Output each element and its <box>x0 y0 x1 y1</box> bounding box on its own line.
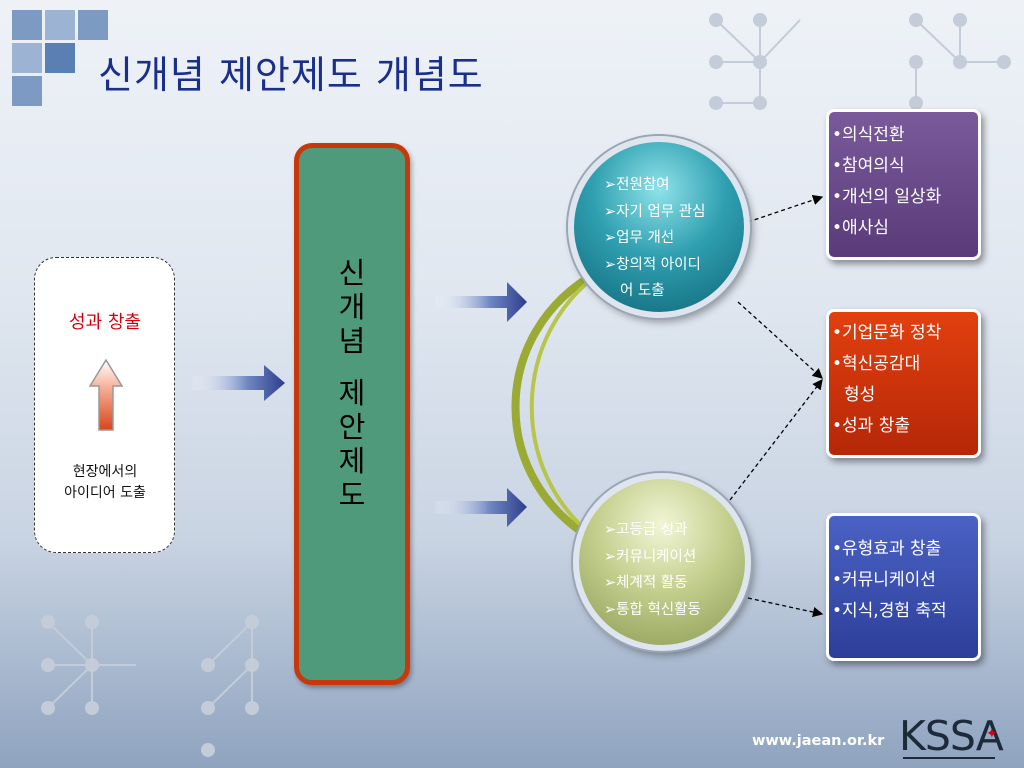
list-item: •의식전환 <box>832 125 905 145</box>
website-url: www.jaean.or.kr <box>752 733 885 749</box>
center-label-char: 념 <box>338 324 366 358</box>
list-item-text: 커뮤니케이션 <box>842 570 936 590</box>
result-label: 성과 창출 <box>69 312 141 333</box>
center-label-char: 제 <box>338 376 366 410</box>
outcome-list-tangible: •유형효과 창출 •커뮤니케이션 •지식,경험 축적 <box>832 534 947 627</box>
performance-circle <box>573 473 751 651</box>
list-item-text: 혁신공감대 <box>842 354 921 374</box>
list-item: ➢자기 업무 관심 <box>604 203 706 220</box>
center-label-char: 신 <box>338 256 366 290</box>
outcome-list-mindset: •의식전환 •참여의식 •개선의 일상화 •애사심 <box>832 120 941 244</box>
outcome-box-culture <box>826 309 981 458</box>
list-item: •기업문화 정착 <box>832 323 942 343</box>
center-label-gap <box>294 358 410 376</box>
list-item-text: 전원참여 <box>616 177 670 193</box>
flow-arrow <box>435 282 527 322</box>
list-item-text: 커뮤니케이션 <box>616 548 697 565</box>
outcome-box-mindset <box>826 109 981 260</box>
list-item-continuation: 형성 <box>844 385 876 405</box>
list-item-text: 지식,경험 축적 <box>842 601 947 621</box>
participation-circle <box>568 136 750 318</box>
list-item: ➢고등급 성과 <box>604 522 688 538</box>
list-item: •개선의 일상화 <box>832 187 942 207</box>
list-item-text: 통합 혁신활동 <box>616 601 701 618</box>
list-item-text: 체계적 활동 <box>616 575 688 591</box>
flow-arrow <box>192 365 285 401</box>
logo-underline <box>903 757 995 759</box>
list-item-text: 자기 업무 관심 <box>616 203 706 220</box>
list-item: ➢커뮤니케이션 <box>604 548 697 565</box>
center-concept-box <box>294 143 410 685</box>
list-item: •애사심 <box>832 218 889 238</box>
idea-source-line: 현장에서의 <box>72 464 138 480</box>
list-item-text: 개선의 일상화 <box>842 187 942 207</box>
performance-list: ➢고등급 성과 ➢커뮤니케이션 ➢체계적 활동 ➢통합 혁신활동 <box>604 517 701 623</box>
center-concept-label: 신 개 념 제 안 제 도 <box>294 256 410 512</box>
list-item-text: 의식전환 <box>842 125 905 145</box>
flow-arrow <box>435 488 527 527</box>
list-item: •유형효과 창출 <box>832 539 942 559</box>
list-item: •지식,경험 축적 <box>832 601 947 621</box>
list-item-continuation: 어 도출 <box>620 283 665 299</box>
list-item: ➢체계적 활동 <box>604 575 688 591</box>
circle-link-arc <box>511 263 614 551</box>
idea-source-text: 현장에서의 아이디어 도출 <box>36 462 174 504</box>
list-item: ➢통합 혁신활동 <box>604 601 701 618</box>
up-arrow-icon <box>88 358 124 431</box>
dashed-connector <box>737 301 823 379</box>
list-item-text: 창의적 아이디 <box>616 256 701 273</box>
list-item-text: 애사심 <box>842 218 889 238</box>
center-label-char: 도 <box>338 478 366 512</box>
list-item: ➢전원참여 <box>604 177 670 193</box>
center-label-char: 제 <box>338 444 366 478</box>
dashed-connector <box>729 378 823 501</box>
list-item-text: 고등급 성과 <box>616 522 688 538</box>
list-item-text: 유형효과 창출 <box>842 539 942 559</box>
kssa-logo: KSSA <box>899 712 1004 760</box>
list-item-text: 참여의식 <box>842 156 905 176</box>
list-item-text: 기업문화 정착 <box>842 323 942 343</box>
list-item-text: 성과 창출 <box>842 416 910 436</box>
page-title: 신개념 제안제도 개념도 <box>98 53 484 97</box>
list-item: •참여의식 <box>832 156 905 176</box>
star-icon: ✦ <box>986 726 998 742</box>
list-item-text: 업무 개선 <box>616 230 675 246</box>
outcome-box-tangible <box>826 513 981 661</box>
dashed-connector <box>747 597 824 618</box>
dashed-connector <box>747 194 824 223</box>
list-item: •커뮤니케이션 <box>832 570 936 590</box>
idea-source-line: 아이디어 도출 <box>64 485 146 501</box>
center-label-char: 안 <box>338 410 366 444</box>
list-item: ➢업무 개선 <box>604 230 675 246</box>
center-label-char: 개 <box>338 290 366 324</box>
list-item: •성과 창출 <box>832 416 910 436</box>
